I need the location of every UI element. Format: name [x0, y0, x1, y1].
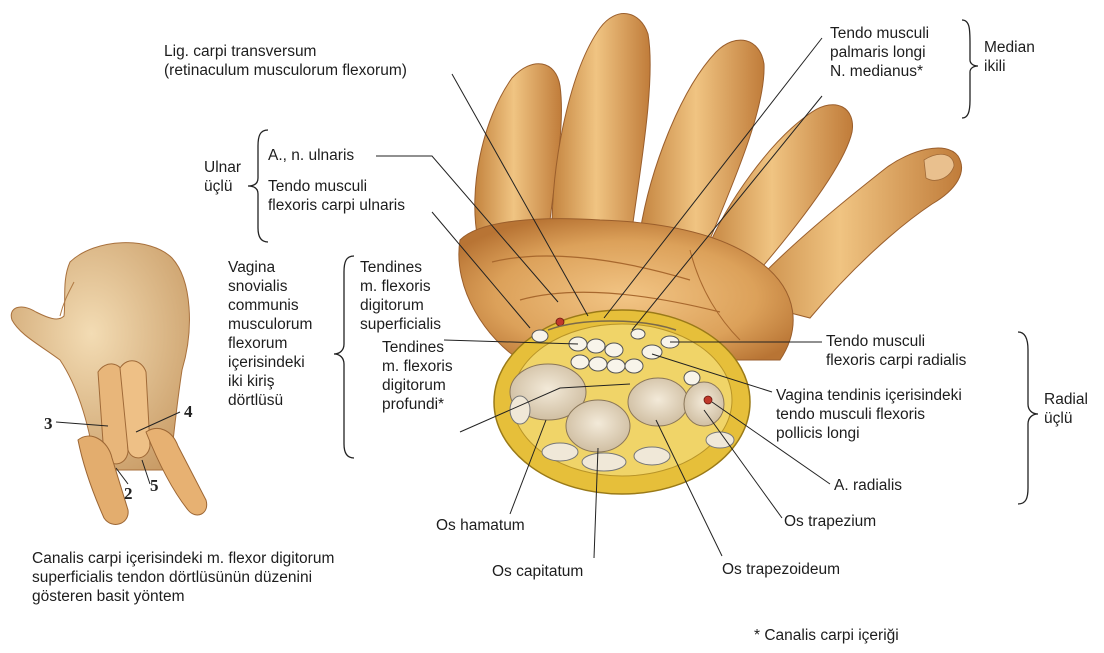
finger-number-3: 3: [44, 414, 53, 434]
label-n-medianus: N. medianus*: [830, 62, 929, 81]
carpal-cross-section: [494, 310, 750, 494]
os-trapezium-bone: [684, 382, 724, 426]
label-radial-group: Radial üçlü: [1044, 390, 1088, 428]
label-tendo-flexoris-carpi-radialis: Tendo musculi flexoris carpi radialis: [826, 332, 966, 370]
footnote: * Canalis carpi içeriği: [754, 626, 899, 645]
label-median-group: Median ikili: [984, 38, 1035, 76]
os-trapezoideum-bone: [628, 378, 688, 426]
median-brace: [962, 20, 978, 118]
label-os-hamatum: Os hamatum: [436, 516, 525, 535]
label-tendines-profundi: Tendines m. flexoris digitorum profundi*: [382, 338, 453, 414]
os-capitatum-bone: [566, 400, 630, 452]
label-tendo-palmaris-longi: Tendo musculi palmaris longi N. medianus…: [830, 24, 929, 81]
label-tendines-superficialis: Tendines m. flexoris digitorum superfici…: [360, 258, 441, 334]
label-os-trapezium: Os trapezium: [784, 512, 876, 531]
label-vagina-tendinis-pollicis-longi: Vagina tendinis içerisindeki tendo muscu…: [776, 386, 962, 443]
label-ulnar-group: Ulnar üçlü: [204, 158, 241, 196]
label-os-capitatum: Os capitatum: [492, 562, 583, 581]
small-hand-illustration: [11, 243, 206, 525]
vagina-brace: [334, 256, 354, 458]
label-tendo-flexoris-carpi-ulnaris: Tendo musculi flexoris carpi ulnaris: [268, 177, 405, 215]
finger-number-4: 4: [184, 402, 193, 422]
ulnar-brace: [248, 130, 268, 242]
label-os-trapezoideum: Os trapezoideum: [722, 560, 840, 579]
label-a-radialis: A. radialis: [834, 476, 902, 495]
finger-number-5: 5: [150, 476, 159, 496]
label-vagina-synovialis: Vagina snovialis communis musculorum fle…: [228, 258, 312, 410]
radial-brace: [1018, 332, 1038, 504]
finger-number-2: 2: [124, 484, 133, 504]
label-a-n-ulnaris: A., n. ulnaris: [268, 146, 354, 165]
caption: Canalis carpi içerisindeki m. flexor dig…: [32, 549, 334, 606]
label-lig-carpi-transversum: Lig. carpi transversum (retinaculum musc…: [164, 42, 407, 80]
